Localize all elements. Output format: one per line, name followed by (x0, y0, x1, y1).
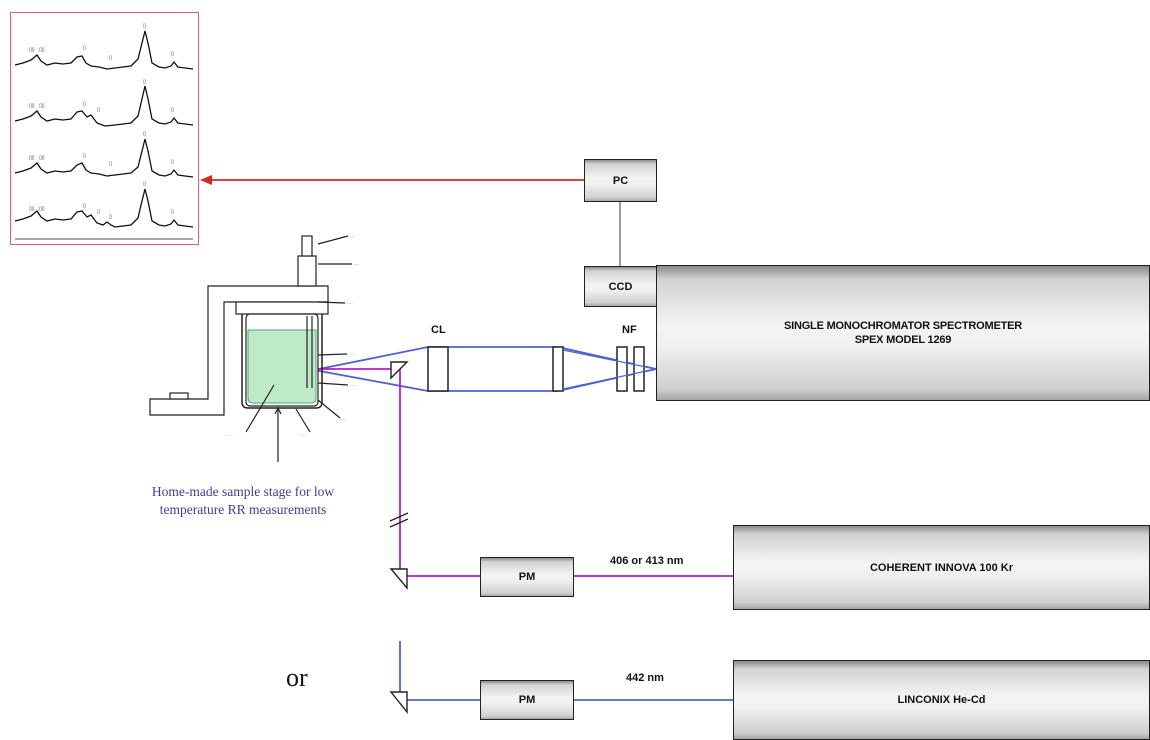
pc-box: PC (584, 159, 657, 202)
mirror-icon (389, 568, 408, 590)
or-label: or (286, 663, 308, 692)
ccd-label: CCD (608, 280, 633, 293)
lens-icon (427, 346, 449, 392)
pm-label: PM (518, 694, 536, 706)
svg-text:·····: ····· (348, 352, 355, 357)
spectrum-trace-1 (14, 30, 194, 70)
svg-text:▯▯: ▯▯ (39, 47, 45, 53)
svg-text:▯: ▯ (171, 209, 174, 215)
svg-text:▯▯: ▯▯ (39, 206, 45, 212)
svg-text:▯▯: ▯▯ (39, 103, 45, 109)
lens-icon (552, 346, 564, 392)
peak-markers: ▯▯▯▯▯▯▯▯ ▯▯▯▯▯▯▯▯ ▯▯▯▯▯▯▯▯ ▯▯▯▯▯▯▯▯▯ (29, 23, 174, 220)
stage-caption-line2: temperature RR measurements (159, 502, 327, 517)
pc-label: PC (612, 174, 629, 187)
cl-label: CL (431, 324, 446, 336)
laser-hecd-box: LINCONIX He-Cd (733, 660, 1150, 740)
wavelength-kr-label: 406 or 413 nm (610, 555, 684, 567)
mirror-icon (390, 361, 409, 380)
svg-text:▯▯: ▯▯ (29, 206, 35, 212)
svg-text:▯: ▯ (109, 161, 112, 167)
filter-icon (633, 346, 645, 392)
svg-text:▯▯: ▯▯ (39, 155, 45, 161)
svg-text:▯: ▯ (97, 209, 100, 215)
svg-text:▯: ▯ (97, 107, 100, 113)
wavelength-hecd-label: 442 nm (626, 672, 664, 684)
svg-text:·····: ····· (226, 433, 233, 438)
stage-caption: Home-made sample stage for low temperatu… (108, 483, 378, 519)
laser-hecd-label: LINCONIX He-Cd (897, 694, 986, 706)
svg-text:▯: ▯ (143, 23, 146, 29)
spectrometer-model: SPEX MODEL 1269 (854, 334, 952, 346)
pm-label: PM (518, 571, 536, 583)
ccd-box: CCD (584, 266, 657, 307)
spectrometer-box: SINGLE MONOCHROMATOR SPECTROMETER SPEX M… (656, 265, 1150, 401)
laser-kr-label: COHERENT INNOVA 100 Kr (869, 561, 1014, 574)
laser-kr-box: COHERENT INNOVA 100 Kr (733, 525, 1150, 610)
svg-text:·····: ····· (346, 301, 353, 306)
nf-label: NF (622, 324, 637, 336)
beam-break-marks (389, 512, 409, 528)
svg-text:▯: ▯ (171, 107, 174, 113)
spectrum-trace-2 (14, 85, 194, 127)
spectrum-trace-4 (14, 188, 194, 228)
excitation-beam (316, 368, 735, 580)
svg-text:▯: ▯ (143, 131, 146, 137)
filter-icon (616, 346, 628, 392)
svg-text:·····: ····· (353, 262, 360, 267)
pm-box-hecd: PM (480, 680, 574, 720)
svg-text:▯▯: ▯▯ (29, 155, 35, 161)
svg-text:▯: ▯ (83, 45, 86, 51)
svg-text:▯▯: ▯▯ (29, 103, 35, 109)
svg-text:▯: ▯ (171, 51, 174, 57)
pm-box-kr: PM (480, 557, 574, 597)
svg-text:▯: ▯ (109, 55, 112, 61)
svg-text:·····: ····· (350, 383, 357, 388)
svg-text:▯: ▯ (83, 203, 86, 209)
svg-text:·····: ····· (300, 433, 307, 438)
svg-text:▯: ▯ (143, 79, 146, 85)
svg-text:·····: ····· (349, 234, 356, 239)
svg-text:▯: ▯ (171, 159, 174, 165)
raman-spectra-panel: ▯▯▯▯▯▯▯▯ ▯▯▯▯▯▯▯▯ ▯▯▯▯▯▯▯▯ ▯▯▯▯▯▯▯▯▯ (10, 12, 199, 245)
spectrum-trace-3 (14, 138, 194, 178)
sample-stage-drawing (149, 235, 352, 462)
stage-caption-line1: Home-made sample stage for low (151, 484, 335, 499)
svg-text:▯: ▯ (83, 153, 86, 159)
spectra-plot: ▯▯▯▯▯▯▯▯ ▯▯▯▯▯▯▯▯ ▯▯▯▯▯▯▯▯ ▯▯▯▯▯▯▯▯▯ (14, 23, 194, 240)
svg-text:▯: ▯ (143, 181, 146, 187)
mirror-icon (389, 691, 408, 714)
spectrometer-name: SINGLE MONOCHROMATOR SPECTROMETER (783, 320, 1023, 332)
svg-text:▯▯: ▯▯ (29, 47, 35, 53)
svg-text:·····: ····· (340, 417, 347, 422)
arrow-icon (200, 175, 212, 185)
hecd-beam (399, 641, 735, 701)
svg-text:▯: ▯ (109, 214, 112, 220)
svg-text:▯: ▯ (83, 101, 86, 107)
